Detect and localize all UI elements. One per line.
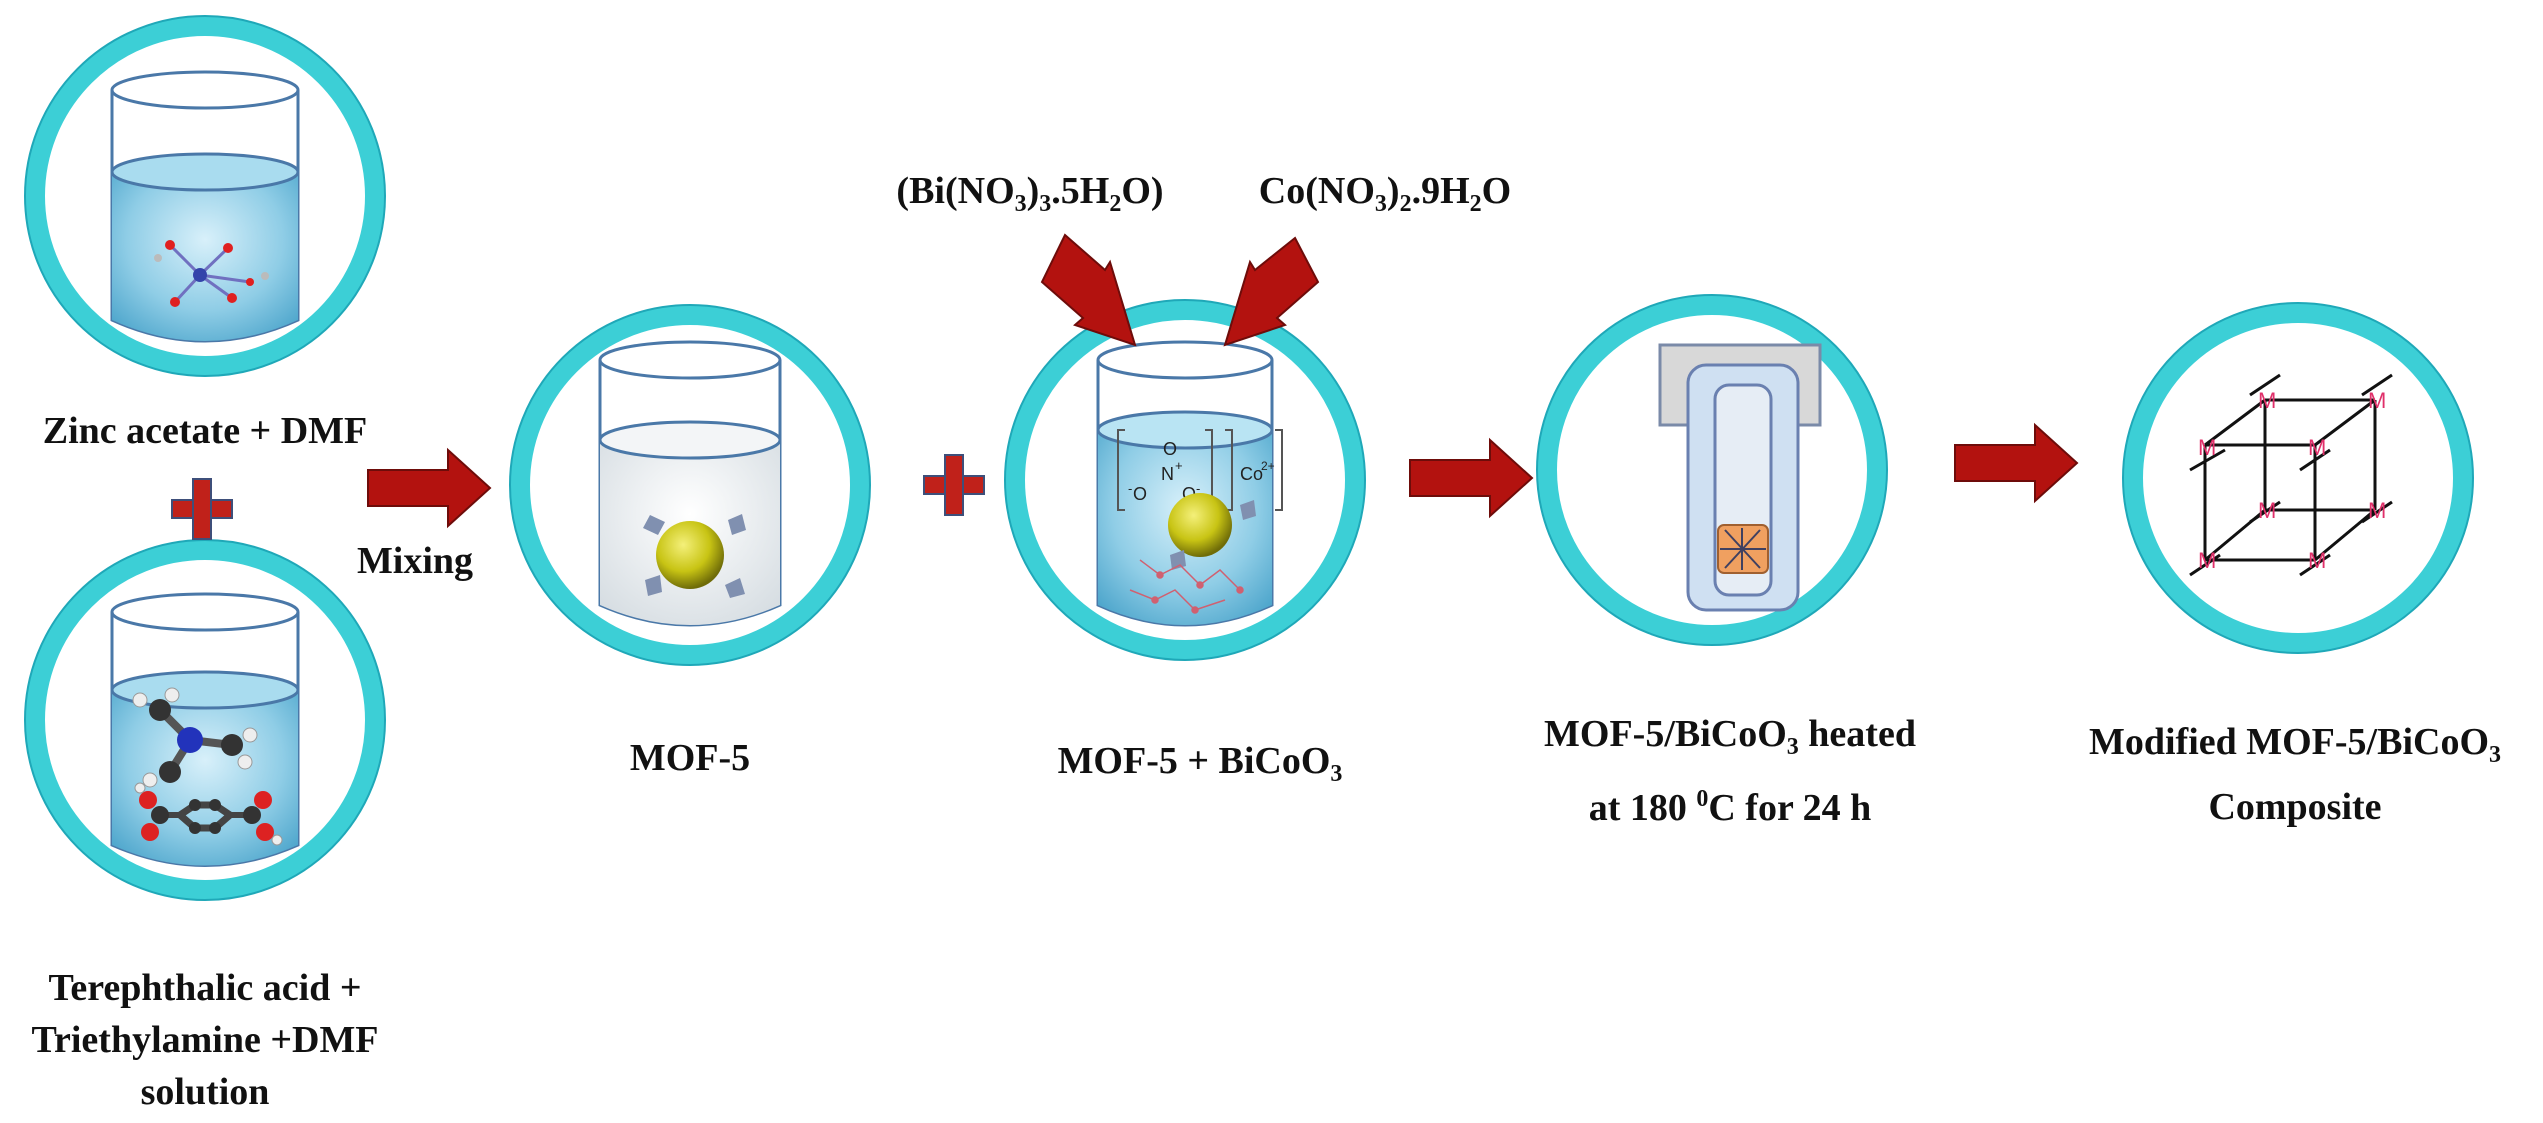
terephthalic-label-line2: Triethylamine +DMF [31, 1019, 379, 1061]
bismuth-nitrate-label: (Bi(NO3)3.5H2O) [860, 165, 1200, 230]
metal-node-label: M [2258, 388, 2276, 413]
ion-cobalt: Co [1240, 464, 1263, 484]
mixing-arrow [367, 447, 492, 529]
metal-node-label: M [2368, 388, 2386, 413]
terephthalic-label-line3: solution [140, 1071, 270, 1113]
bi-sub: 2 [1109, 191, 1122, 217]
ring-edge [1004, 299, 1366, 661]
co-part: ) [1386, 170, 1400, 212]
metal-node-label: M [2258, 498, 2276, 523]
ring-edge [1536, 294, 1888, 646]
co-part: O [1481, 170, 1512, 212]
ring-edge [24, 15, 386, 377]
mofbi-sub: 3 [1330, 761, 1343, 787]
heating-arrow [1409, 437, 1534, 519]
heat-sup: 0 [1696, 786, 1709, 812]
heated-label-line2: at 180 0C for 24 h [1540, 773, 1920, 834]
metal-lattice [2189, 373, 2393, 577]
ion-nitrogen: N [1161, 464, 1174, 484]
composite-circle: M M M M M M M M [2122, 302, 2474, 654]
heat-sub: 3 [1786, 734, 1799, 760]
zinc-acetate-beaker-circle [24, 15, 386, 377]
cobalt-nitrate-label: Co(NO3)2.9H2O [1225, 165, 1545, 230]
ion-oxygen-right-charge: - [1196, 481, 1200, 496]
ion-cobalt-charge: 2+ [1261, 459, 1275, 473]
ion-oxygen-top: O [1163, 439, 1177, 459]
zinc-acetate-molecule [154, 240, 269, 307]
metal-node-label: M [2368, 498, 2386, 523]
mofbi-part: MOF-5 + BiCoO [1057, 740, 1331, 782]
co-part: Co(NO [1258, 170, 1375, 212]
beaker [110, 70, 300, 343]
metal-node-label: M [2198, 548, 2216, 573]
mof5-bicoo3-beaker-circle: O N + O - O - Co 2+ [1004, 299, 1366, 661]
bi-part: .5H [1051, 170, 1110, 212]
autoclave-circle [1536, 294, 1888, 646]
plus-sign-middle [923, 454, 985, 516]
mod-part: Modified MOF-5/BiCoO [2088, 721, 2490, 763]
ion-oxygen-left: O [1133, 484, 1147, 504]
heat-part: C for 24 h [1708, 787, 1872, 829]
ion-oxygen-left-charge: - [1128, 481, 1132, 496]
heat-part: MOF-5/BiCoO [1544, 713, 1787, 755]
terephthalic-label-line1: Terephthalic acid + [48, 967, 362, 1009]
mixing-label: Mixing [356, 540, 474, 582]
terephthalic-acid-molecule [134, 782, 283, 846]
mod-sub: 3 [2489, 742, 2502, 768]
bi-sub: 3 [1039, 191, 1052, 217]
heated-label: MOF-5/BiCoO3 heated at 180 0C for 24 h [1540, 708, 1920, 834]
bi-part: ) [1026, 170, 1040, 212]
bismuth-nitrate-arrow [1040, 233, 1137, 347]
ion-nitrogen-charge: + [1175, 458, 1183, 473]
triethylamine-molecule [132, 687, 258, 788]
beaker [598, 340, 782, 627]
metal-node-label: M [2308, 548, 2326, 573]
bi-part: O) [1121, 170, 1164, 212]
mof5-crystal [1168, 493, 1256, 570]
terephthalic-label: Terephthalic acid + Triethylamine +DMF s… [0, 962, 410, 1118]
cobalt-nitrate-arrow [1223, 236, 1320, 347]
bi-sub: 3 [1014, 191, 1027, 217]
co-sub: 2 [1469, 191, 1482, 217]
heat-part: heated [1798, 713, 1916, 755]
mof5-crystal [643, 514, 746, 598]
co-sub: 3 [1374, 191, 1387, 217]
beaker [110, 592, 300, 867]
metal-nodes: M M M M M M M M [2198, 388, 2386, 573]
zinc-acetate-label: Zinc acetate + DMF [42, 410, 368, 452]
bi-part: (Bi(NO [896, 170, 1015, 212]
modified-label-line2: Composite [2208, 786, 2382, 828]
co-sub: 2 [1399, 191, 1412, 217]
mof5-bicoo3-label: MOF-5 + BiCoO3 [1020, 735, 1380, 800]
linker-network [1129, 559, 1244, 614]
beaker: O N + O - O - Co 2+ [1096, 340, 1283, 627]
mof5-beaker-circle [509, 304, 871, 666]
ring [2123, 303, 2473, 653]
plus-sign-left [171, 478, 233, 540]
co-part: .9H [1411, 170, 1470, 212]
ring-edge [2122, 302, 2474, 654]
heat-part: at 180 [1588, 787, 1697, 829]
modified-composite-label: Modified MOF-5/BiCoO3 Composite [2055, 716, 2535, 833]
metal-node-label: M [2308, 435, 2326, 460]
mof5-label: MOF-5 [629, 737, 751, 779]
autoclave [1658, 343, 1822, 612]
final-arrow [1954, 422, 2079, 504]
nitrate-ion: O N + O - O - [1128, 439, 1200, 504]
heated-label-line1: MOF-5/BiCoO3 heated [1540, 708, 1920, 773]
ring-edge [509, 304, 871, 666]
metal-node-label: M [2198, 435, 2216, 460]
terephthalic-beaker-circle [24, 539, 386, 901]
modified-label-line1: Modified MOF-5/BiCoO3 [2055, 716, 2535, 781]
